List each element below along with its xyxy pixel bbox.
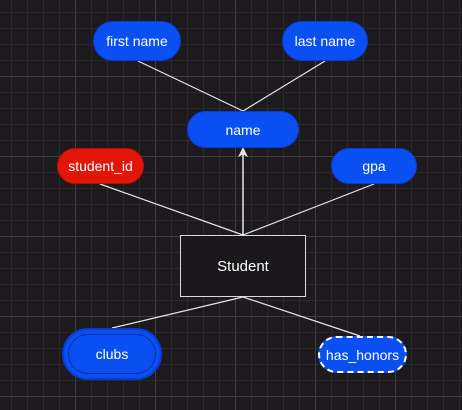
entity-student-label: Student [217, 257, 269, 275]
attribute-gpa-label: gpa [362, 158, 386, 174]
edge-student-to-has-honors [242, 296, 361, 337]
attribute-last-name-label: last name [294, 33, 356, 49]
attribute-clubs[interactable]: clubs [62, 328, 162, 380]
attribute-name-label: name [225, 121, 261, 138]
edge-student-to-clubs [111, 296, 244, 329]
attribute-has-honors-label: has_honors [325, 346, 400, 363]
attribute-student-id-label: student_id [68, 158, 133, 174]
edge-last-name-to-name [242, 60, 326, 112]
attribute-name[interactable]: name [187, 111, 299, 148]
edge-first-name-to-name [137, 60, 244, 112]
edge-student-to-student-id [99, 183, 244, 236]
attribute-gpa[interactable]: gpa [331, 148, 417, 184]
attribute-last-name[interactable]: last name [282, 21, 368, 61]
attribute-has-honors[interactable]: has_honors [318, 336, 407, 373]
edge-student-to-gpa [242, 183, 375, 236]
entity-student[interactable]: Student [180, 235, 306, 297]
attribute-first-name[interactable]: first name [93, 21, 181, 61]
attribute-clubs-label: clubs [95, 346, 129, 362]
attribute-student-id[interactable]: student_id [57, 148, 144, 184]
attribute-first-name-label: first name [106, 33, 168, 49]
